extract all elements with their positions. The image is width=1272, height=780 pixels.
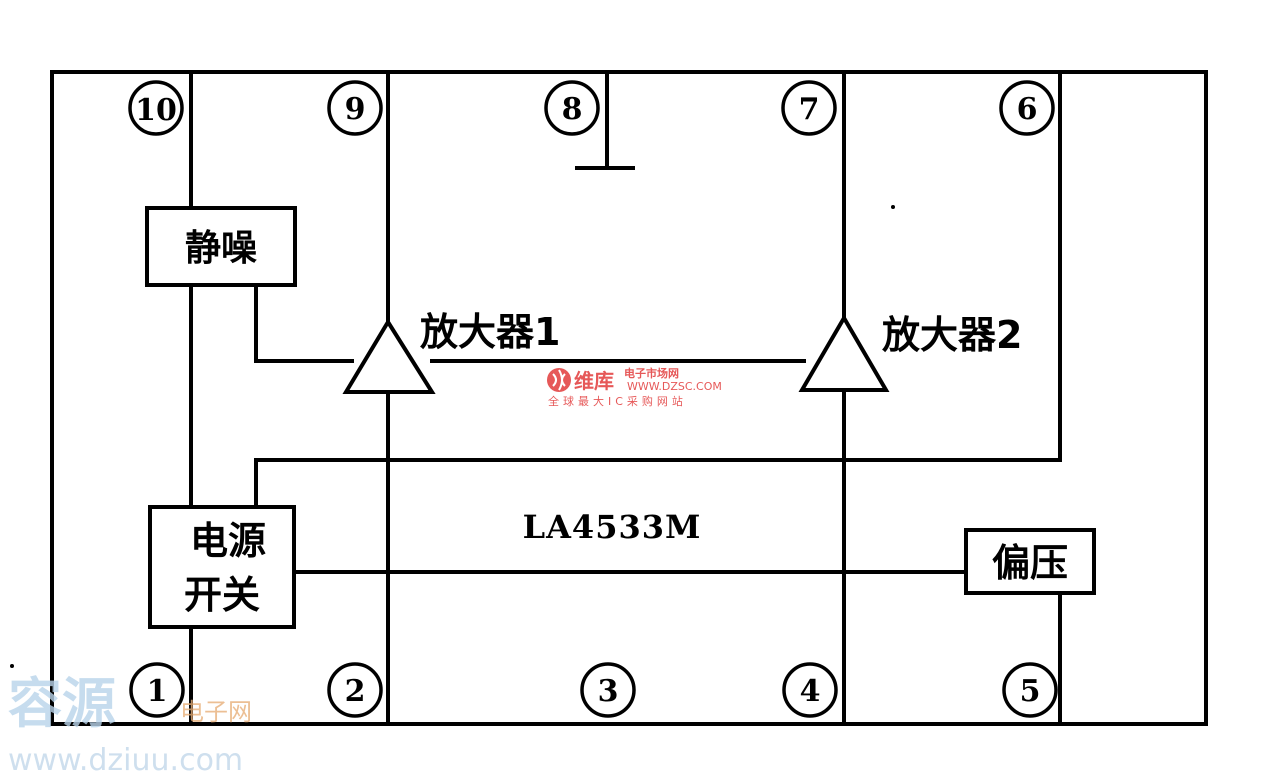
pin-4: 4 — [782, 662, 838, 718]
power-switch-block — [148, 505, 296, 629]
bias-block — [964, 528, 1096, 595]
power-switch-label-line2: 开关 — [184, 573, 260, 617]
svg-text:4: 4 — [800, 674, 821, 709]
svg-text:3: 3 — [598, 674, 619, 709]
speck — [10, 664, 14, 668]
bias-label: 偏压 — [992, 541, 1068, 585]
svg-text:1: 1 — [147, 674, 168, 709]
svg-text:6: 6 — [1017, 92, 1038, 127]
wire-mute-amp — [254, 283, 354, 363]
chip-outline — [50, 70, 1208, 726]
watermark-center-title: 维库 — [574, 369, 614, 393]
pin-3: 3 — [580, 662, 636, 718]
svg-text:10: 10 — [135, 93, 177, 128]
pin-1: 1 — [129, 662, 185, 718]
amp2-label: 放大器2 — [882, 313, 1022, 357]
svg-text:5: 5 — [1020, 674, 1041, 709]
mute-label: 静噪 — [185, 228, 257, 269]
svg-text:9: 9 — [345, 92, 366, 127]
watermark-center-sub: 电子市场网 — [624, 366, 679, 380]
watermark-center-url: WWW.DZSC.COM — [627, 380, 722, 393]
watermark-left-mid: 电子网 — [180, 698, 252, 726]
watermark-left-big: 容源 — [8, 672, 116, 735]
pin-2: 2 — [327, 662, 383, 718]
pin-6: 6 — [999, 80, 1055, 136]
center-watermark: 维库 电子市场网 WWW.DZSC.COM 全球最大IC采购网站 — [547, 366, 722, 408]
amp2-triangle — [798, 314, 890, 392]
pin-8: 8 — [544, 80, 600, 136]
chip-name-label: LA4533M — [523, 508, 702, 546]
power-switch-label-line1: 电源 — [190, 519, 266, 563]
pin-5: 5 — [1002, 662, 1058, 718]
speck — [891, 205, 895, 209]
pin-10: 10 — [128, 80, 184, 136]
left-watermark: 容源 电子网 www.dziuu.com — [8, 672, 252, 778]
svg-text:8: 8 — [562, 92, 583, 127]
watermark-left-url: www.dziuu.com — [8, 743, 243, 778]
mute-block — [145, 206, 297, 287]
wire-power-pin6 — [254, 458, 1062, 509]
pin-9: 9 — [327, 80, 383, 136]
amp1-label: 放大器1 — [420, 310, 560, 354]
watermark-center-slogan: 全球最大IC采购网站 — [548, 394, 687, 408]
svg-text:2: 2 — [345, 674, 366, 709]
amp1-triangle — [342, 318, 436, 394]
pin-7: 7 — [781, 80, 837, 136]
svg-text:7: 7 — [799, 92, 820, 127]
